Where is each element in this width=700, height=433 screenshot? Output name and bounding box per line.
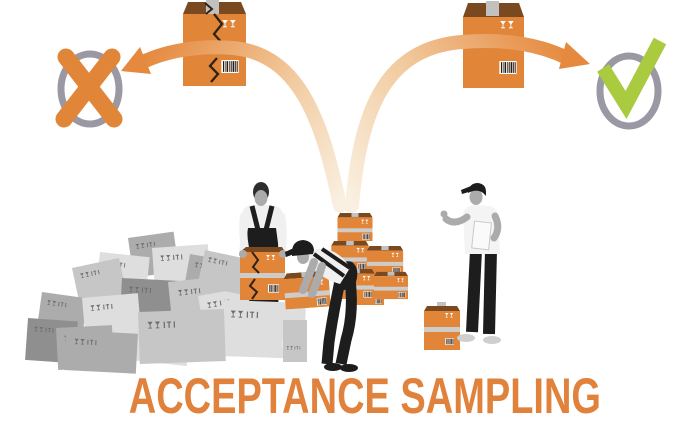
inspector bbox=[440, 183, 502, 344]
barcode-icon bbox=[445, 338, 454, 345]
cap bbox=[292, 240, 314, 256]
face bbox=[469, 189, 483, 205]
worker-bending bbox=[285, 240, 358, 372]
page-title: ACCEPTANCE SAMPLING bbox=[128, 368, 601, 424]
inspector-box bbox=[424, 302, 460, 350]
cap-brim bbox=[461, 186, 472, 194]
tape-icon bbox=[486, 1, 499, 16]
barcode-icon bbox=[221, 60, 239, 73]
shoe bbox=[457, 334, 475, 342]
hand bbox=[239, 250, 247, 258]
barcode-icon bbox=[268, 284, 279, 293]
accept-check-icon bbox=[596, 37, 667, 130]
clipboard bbox=[471, 220, 492, 251]
cap-brim bbox=[285, 247, 297, 257]
reject-arrow bbox=[121, 40, 347, 213]
barcode-icon bbox=[499, 61, 517, 74]
shoe bbox=[483, 336, 501, 344]
face bbox=[254, 190, 268, 206]
worker-held-damaged-box bbox=[239, 247, 287, 300]
accepted-box bbox=[463, 1, 524, 88]
arrow-head-left bbox=[121, 47, 151, 74]
box-pile-front bbox=[63, 300, 307, 374]
accept-arrow bbox=[345, 33, 590, 213]
hand bbox=[440, 210, 448, 218]
arrow-head-right bbox=[559, 42, 590, 69]
reject-x-icon bbox=[55, 48, 123, 128]
cap bbox=[468, 183, 486, 196]
